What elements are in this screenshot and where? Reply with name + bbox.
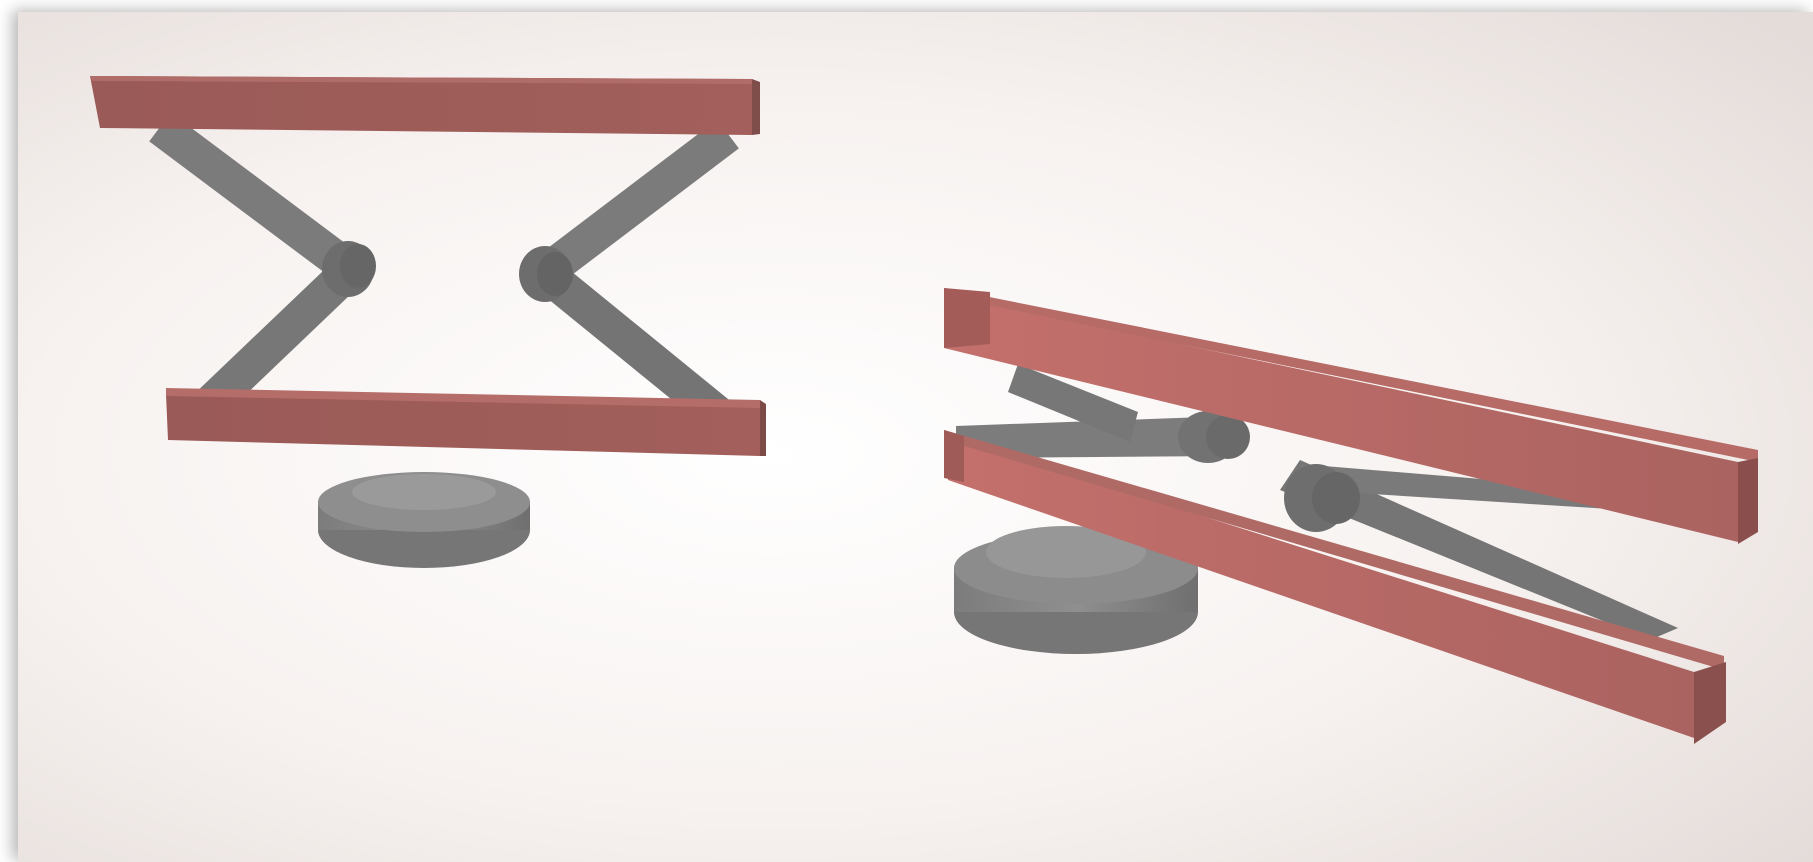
jaw-top-left [90,76,760,135]
scene-canvas[interactable] [18,12,1813,862]
3d-viewport[interactable] [18,12,1813,862]
base-disc-left [318,472,530,568]
